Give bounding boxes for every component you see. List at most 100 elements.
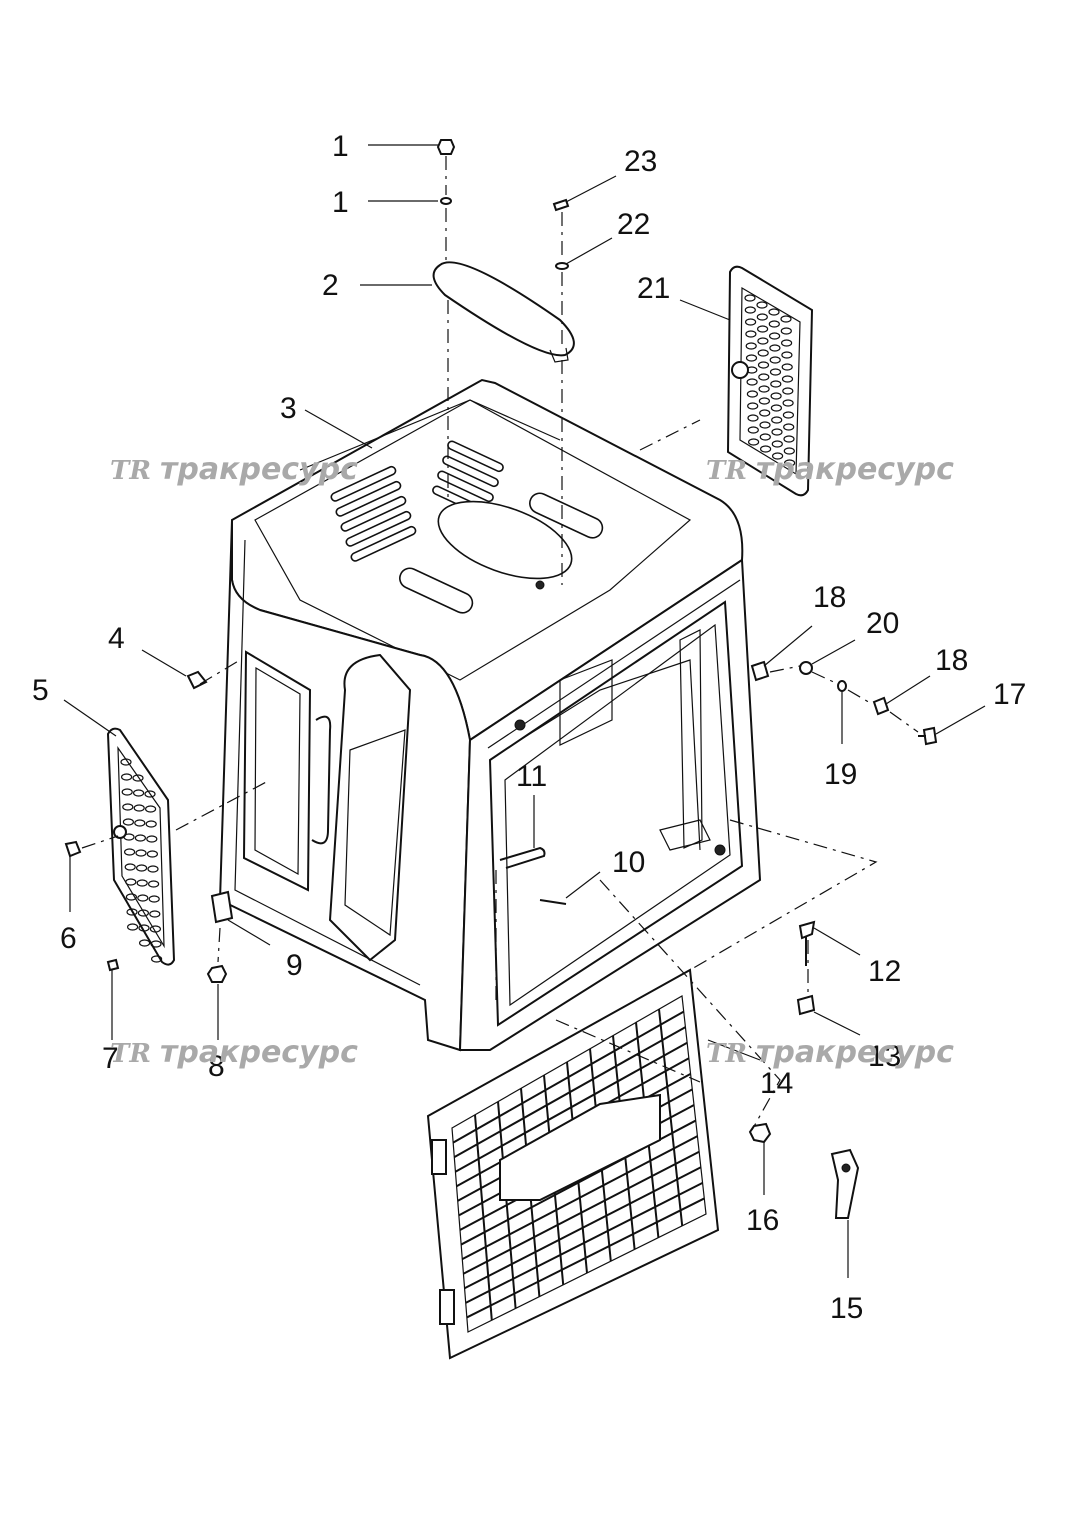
grille-hole (121, 788, 133, 796)
watermark-text: тракресурс (756, 452, 954, 487)
grille-hole (757, 361, 770, 369)
bolt-12 (798, 920, 816, 966)
grille-hole (747, 438, 760, 446)
callout-8: 8 (208, 1050, 225, 1083)
grille-hole (771, 440, 783, 448)
callout-4: 4 (108, 622, 125, 655)
grille-hole (781, 375, 794, 383)
watermark-logo: TR (110, 456, 151, 486)
grille-hole (149, 910, 161, 918)
callout-21: 21 (637, 272, 670, 305)
washer-22 (555, 262, 569, 270)
grille-hole (744, 306, 756, 314)
grille-hole (145, 820, 157, 828)
callout-5: 5 (32, 674, 49, 707)
callout-10: 10 (612, 846, 645, 879)
grille-hole (124, 863, 136, 871)
grille-hole (770, 392, 782, 400)
grille-hole (133, 789, 145, 797)
grille-hole (124, 848, 136, 856)
callout-2: 2 (322, 269, 339, 302)
grille-hole (135, 849, 147, 857)
roof-vents-left (330, 465, 417, 562)
callout-1-b: 1 (332, 186, 349, 219)
grille-hole (759, 421, 771, 429)
callout-19: 19 (824, 758, 857, 791)
grille-hole (127, 923, 139, 931)
grille-hole (769, 344, 781, 352)
grille-hole (769, 368, 782, 376)
callout-12: 12 (868, 955, 901, 988)
screw-23 (552, 198, 570, 212)
grille-hole (744, 294, 756, 302)
grille-hole (757, 337, 769, 345)
grille-hole (145, 805, 157, 813)
watermark-top-right: TR тракресурс (706, 452, 954, 487)
callout-17: 17 (993, 678, 1026, 711)
grille-hole (759, 433, 771, 441)
callout-labels: 1 1 2 3 4 5 6 7 8 9 10 11 12 13 14 15 16… (32, 130, 1026, 1325)
grille-hole (746, 378, 758, 386)
spacer-13 (796, 994, 816, 1016)
grille-hole (125, 878, 137, 886)
grille-hole (136, 864, 148, 872)
grille-hole (745, 342, 757, 350)
grille-hole (759, 409, 771, 417)
callout-20: 20 (866, 607, 899, 640)
grille-hole (768, 308, 780, 316)
grille-hole (781, 363, 793, 371)
nut-8 (206, 964, 228, 983)
grille-hole (782, 387, 794, 395)
grille-hole (783, 435, 795, 443)
bolt-17 (918, 726, 938, 746)
grille-hole (758, 385, 770, 393)
grille-hole (758, 373, 770, 381)
grille-hole (137, 909, 149, 917)
nut-1-top (436, 139, 456, 155)
grille-hole (768, 320, 780, 328)
grille-hole (770, 380, 782, 388)
grille-hole (780, 339, 793, 347)
grille-hole (780, 315, 792, 323)
callout-13: 13 (868, 1040, 901, 1073)
grille-hole (756, 313, 768, 321)
grille-hole (769, 356, 781, 364)
washer-18a (750, 660, 770, 682)
grille-hole (783, 459, 796, 467)
grille-hole (747, 414, 759, 422)
grille-hole (125, 893, 137, 901)
callout-7: 7 (102, 1042, 119, 1075)
grille-hole (146, 850, 158, 858)
canopy-body (218, 378, 762, 1052)
watermark-logo: TR (110, 1039, 151, 1069)
grille-bar (461, 1135, 698, 1261)
grille-hole (744, 318, 757, 326)
grille-hole (137, 894, 149, 902)
screw-7 (106, 958, 120, 972)
rod-10 (539, 899, 567, 905)
watermark-logo: TR (706, 456, 747, 486)
watermark-top-left: TR тракресурс (110, 452, 358, 487)
grille-bar (466, 1197, 705, 1319)
callout-9: 9 (286, 949, 303, 982)
grille-bar (462, 1150, 700, 1275)
grille-hole (783, 423, 795, 431)
grille-hole (771, 416, 783, 424)
rear-grille-21 (726, 265, 814, 497)
leader-lines (63, 144, 986, 1278)
grille-bar (465, 1181, 704, 1304)
callout-18-b: 18 (935, 644, 968, 677)
grille-hole (138, 924, 150, 932)
grille-hole (745, 330, 757, 338)
grille-hole (150, 940, 162, 948)
grille-hole (746, 390, 759, 398)
grille-hole (747, 402, 759, 410)
grille-hole (770, 404, 783, 412)
grille-hole (151, 955, 163, 963)
grille-hole (148, 880, 160, 888)
watermark-text: тракресурс (160, 1035, 358, 1070)
handle-rod-11 (499, 846, 546, 869)
grille-hole (134, 819, 146, 827)
watermark-text: тракресурс (756, 1035, 954, 1070)
callout-6: 6 (60, 922, 77, 955)
